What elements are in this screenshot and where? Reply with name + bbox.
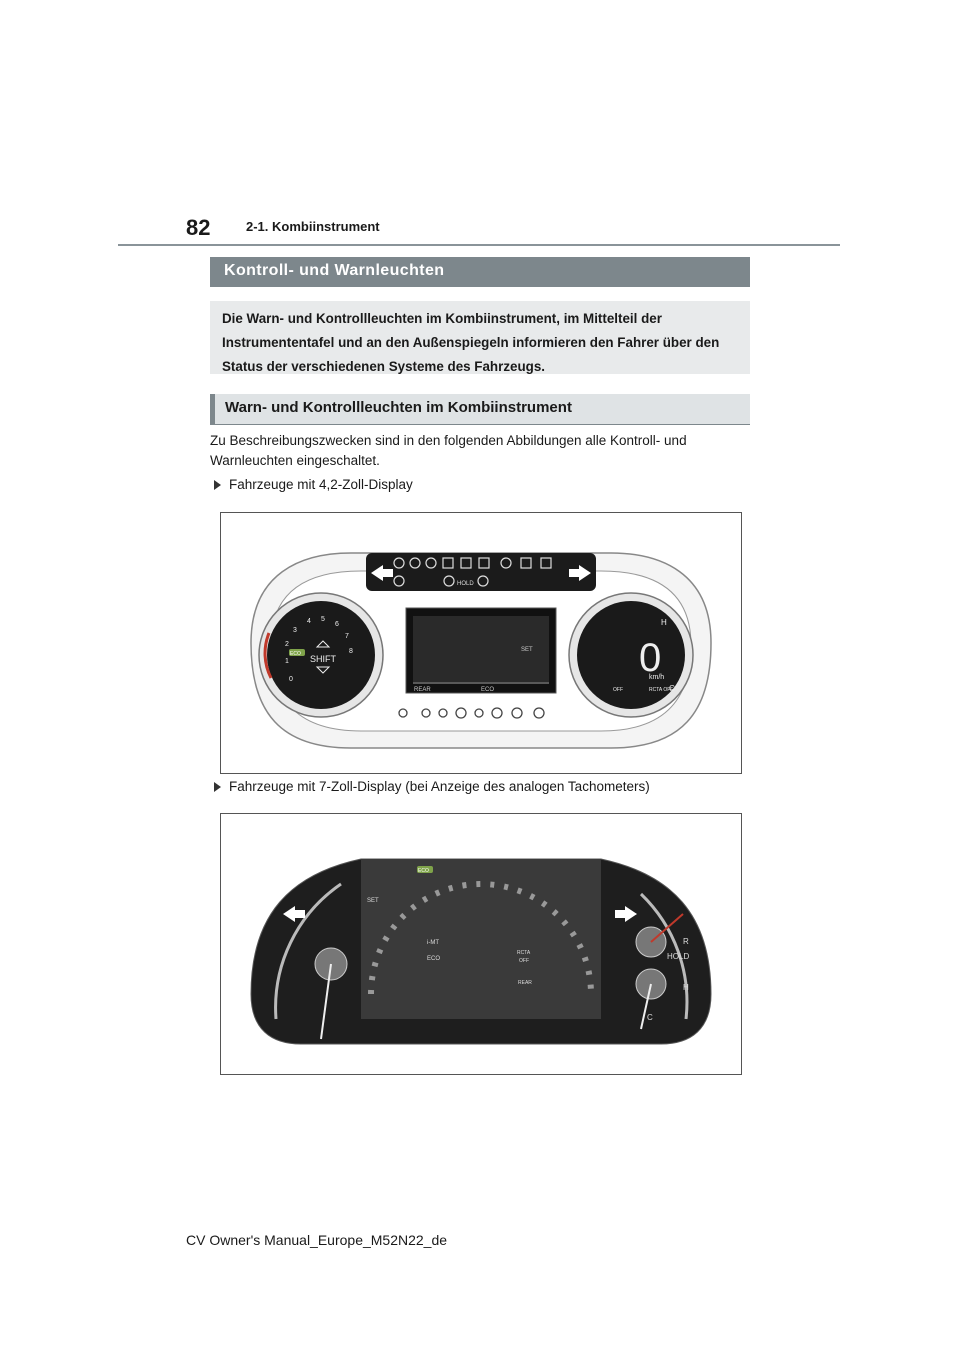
eco-badge: ECO [418,868,429,874]
tacho-7: 7 [345,633,349,640]
shift-indicator: SHIFT [310,654,337,664]
description-paragraph: Zu Beschreibungszwecken sind in den folg… [210,433,687,468]
c-label: C [647,1013,653,1022]
set-indicator: SET [367,898,379,904]
eco-indicator: ECO [481,687,494,693]
top-indicator-strip [366,553,596,591]
triangle-bullet-icon [214,480,221,491]
tacho-6: 6 [335,621,339,628]
tachometer-dial [267,601,375,709]
bullet-4-2-inch: Fahrzeuge mit 4,2-Zoll-Display [214,477,413,492]
tacho-2: 2 [285,641,289,648]
tacho-5: 5 [321,616,325,623]
tacho-4: 4 [307,618,311,625]
subsection-title: Warn- und Kontrollleuchten im Kombiinstr… [210,394,750,424]
tacho-3: 3 [293,627,297,634]
subsection-rule [210,424,750,425]
off-indicator: OFF [519,958,529,964]
imt-indicator: i-MT [427,940,439,946]
cluster-illustration-1: HOLD 0 1 2 3 4 5 6 7 8 ECO SHIFT SET REA… [250,552,712,749]
left-arc-gauge [274,882,342,1020]
figure-4-2-inch-cluster: HOLD 0 1 2 3 4 5 6 7 8 ECO SHIFT SET REA… [220,512,742,774]
eco-badge: ECO [290,651,301,657]
temp-c: C [669,684,675,693]
chapter-title: Kontroll- und Warnleuchten [210,257,750,287]
hold-indicator: HOLD [457,581,474,587]
r-label: R [683,937,689,946]
speed-digit: 0 [639,636,661,680]
intro-box: Die Warn- und Kontrollleuchten im Kombii… [210,301,750,374]
page-number: 82 [186,215,211,240]
h-label: H [683,983,689,992]
section-title: 2-1. Kombiinstrument [246,219,380,234]
rcta-indicator: RCTA [517,950,531,956]
speedometer-dial [577,601,685,709]
right-turn-arrow-icon [615,906,637,922]
left-turn-arrow-icon [371,565,393,581]
tacho-1: 1 [285,658,289,665]
cluster-illustration-2: ECO SET i-MT ECO RCTA OFF REAR HOLD R H … [250,858,712,1045]
tacho-8: 8 [349,648,353,655]
right-turn-arrow-icon [569,565,591,581]
speed-unit: km/h [649,674,664,681]
triangle-bullet-icon [214,782,221,793]
hold-indicator: HOLD [667,952,689,961]
rear-indicator: REAR [414,687,431,693]
central-display [361,859,601,1019]
tacho-0: 0 [289,676,293,683]
footer-text: CV Owner's Manual_Europe_M52N22_de [186,1232,448,1248]
left-turn-arrow-icon [283,906,305,922]
bullet-7-inch: Fahrzeuge mit 7-Zoll-Display (bei Anzeig… [214,779,650,794]
eco-indicator: ECO [427,956,440,962]
header-rule [118,244,840,246]
figure-7-inch-cluster: ECO SET i-MT ECO RCTA OFF REAR HOLD R H … [220,813,742,1075]
bottom-warning-icons [398,707,545,719]
right-arc-gauge [639,892,689,1020]
set-indicator: SET [521,647,533,653]
temp-h: H [661,618,667,627]
rcta-off-indicator: RCTA OFF [649,687,673,693]
off-indicator: OFF [613,687,623,693]
rear-indicator: REAR [518,980,532,986]
